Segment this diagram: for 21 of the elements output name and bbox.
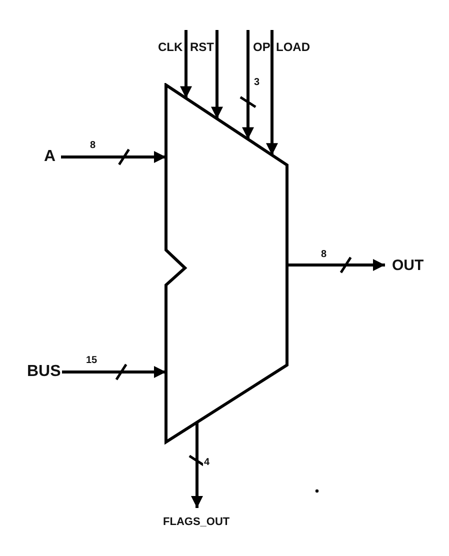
bus-width-label: 8 [320,250,328,260]
bus-width-label: 4 [203,458,211,468]
bus-arrow [62,364,166,380]
bus-arrow [61,148,166,166]
signal-label: BUS [27,364,61,380]
bus-arrow [188,422,206,508]
signal-label: CLK [158,41,183,53]
signal-label: A [44,149,56,165]
signal-label: FLAGS_OUT [163,517,230,528]
bus-arrow [266,30,278,156]
signal-label: OP [253,41,270,53]
signal-label: OUT [392,258,424,273]
signal-label: RST [190,41,214,53]
bus-arrow [287,256,385,274]
bus-arrow [211,30,223,119]
signal-label: LOAD [276,41,310,53]
bus-arrow [180,30,192,98]
bus-arrow [240,30,256,140]
bus-width-label: 15 [85,356,98,366]
bus-width-label: 8 [89,141,97,151]
bus-width-label: 3 [253,78,261,88]
